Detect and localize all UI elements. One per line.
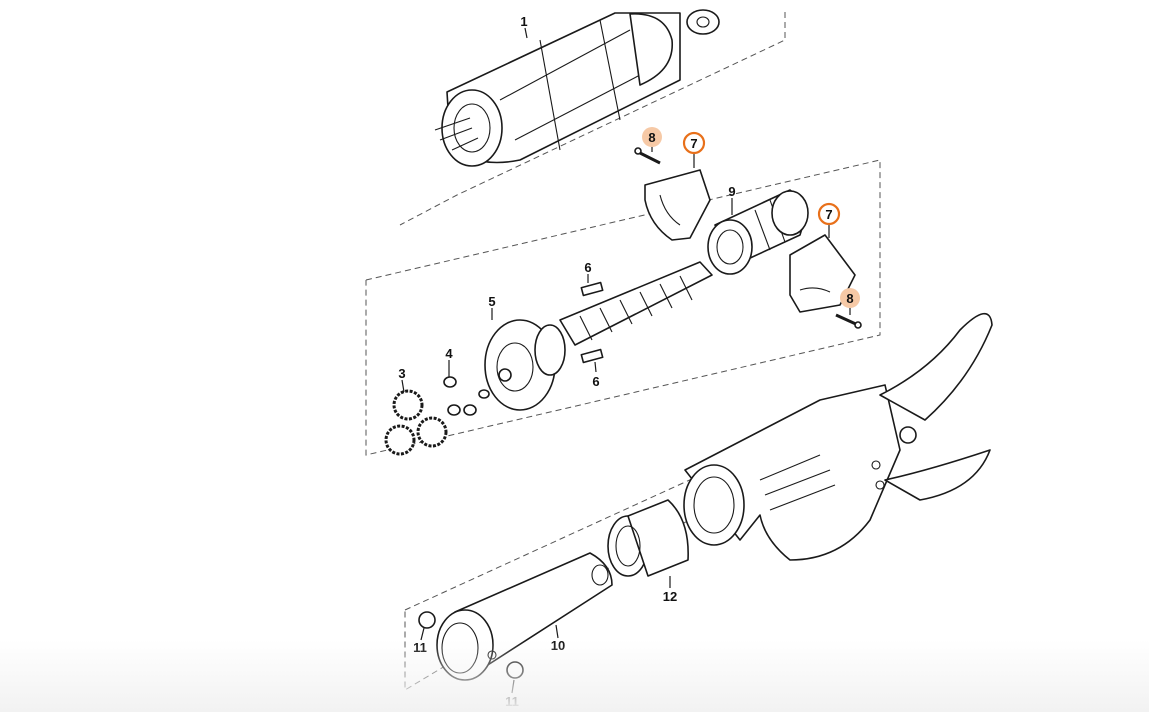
part-washers[interactable] [443, 376, 490, 416]
assembly-boundaries [365, 12, 881, 691]
part-shear-body[interactable] [683, 312, 993, 561]
callout-1[interactable]: 1 [520, 14, 527, 29]
callout-8-upper[interactable]: 8 [648, 130, 655, 145]
highlight-7-lower [817, 202, 841, 226]
part-plug-upper[interactable] [418, 611, 436, 629]
part-sleeve-ring[interactable] [607, 499, 689, 577]
part-clamp-upper[interactable] [644, 169, 711, 241]
highlight-7-upper [682, 131, 706, 155]
callout-6-upper[interactable]: 6 [584, 260, 591, 275]
callout-11-upper[interactable]: 11 [413, 640, 427, 655]
part-motor[interactable] [434, 9, 720, 167]
highlight-markers [642, 127, 860, 308]
part-screw-6-lower[interactable] [580, 348, 604, 364]
part-flange-leadscrew[interactable] [484, 261, 713, 411]
callout-3[interactable]: 3 [398, 366, 405, 381]
highlight-8-lower [840, 288, 860, 308]
part-screw-upper[interactable] [634, 147, 661, 165]
callout-6-lower[interactable]: 6 [592, 374, 599, 389]
part-screw-6-upper[interactable] [580, 281, 604, 297]
part-tube[interactable] [436, 552, 613, 681]
callout-10[interactable]: 10 [551, 638, 565, 653]
callout-12[interactable]: 12 [663, 589, 677, 604]
callout-7-lower[interactable]: 7 [825, 207, 832, 222]
part-threaded-nut[interactable] [707, 189, 809, 275]
callout-9[interactable]: 9 [728, 184, 735, 199]
highlight-8-upper [642, 127, 662, 147]
callout-4[interactable]: 4 [445, 346, 453, 361]
part-clamp-lower[interactable] [789, 234, 856, 313]
part-screw-lower[interactable] [835, 313, 862, 329]
callout-8-lower[interactable]: 8 [846, 291, 853, 306]
part-plug-lower[interactable] [506, 661, 524, 679]
callout-7-upper[interactable]: 7 [690, 136, 697, 151]
callout-11-lower[interactable]: 11 [505, 694, 519, 709]
part-gears[interactable] [384, 389, 448, 456]
callout-5[interactable]: 5 [488, 294, 495, 309]
